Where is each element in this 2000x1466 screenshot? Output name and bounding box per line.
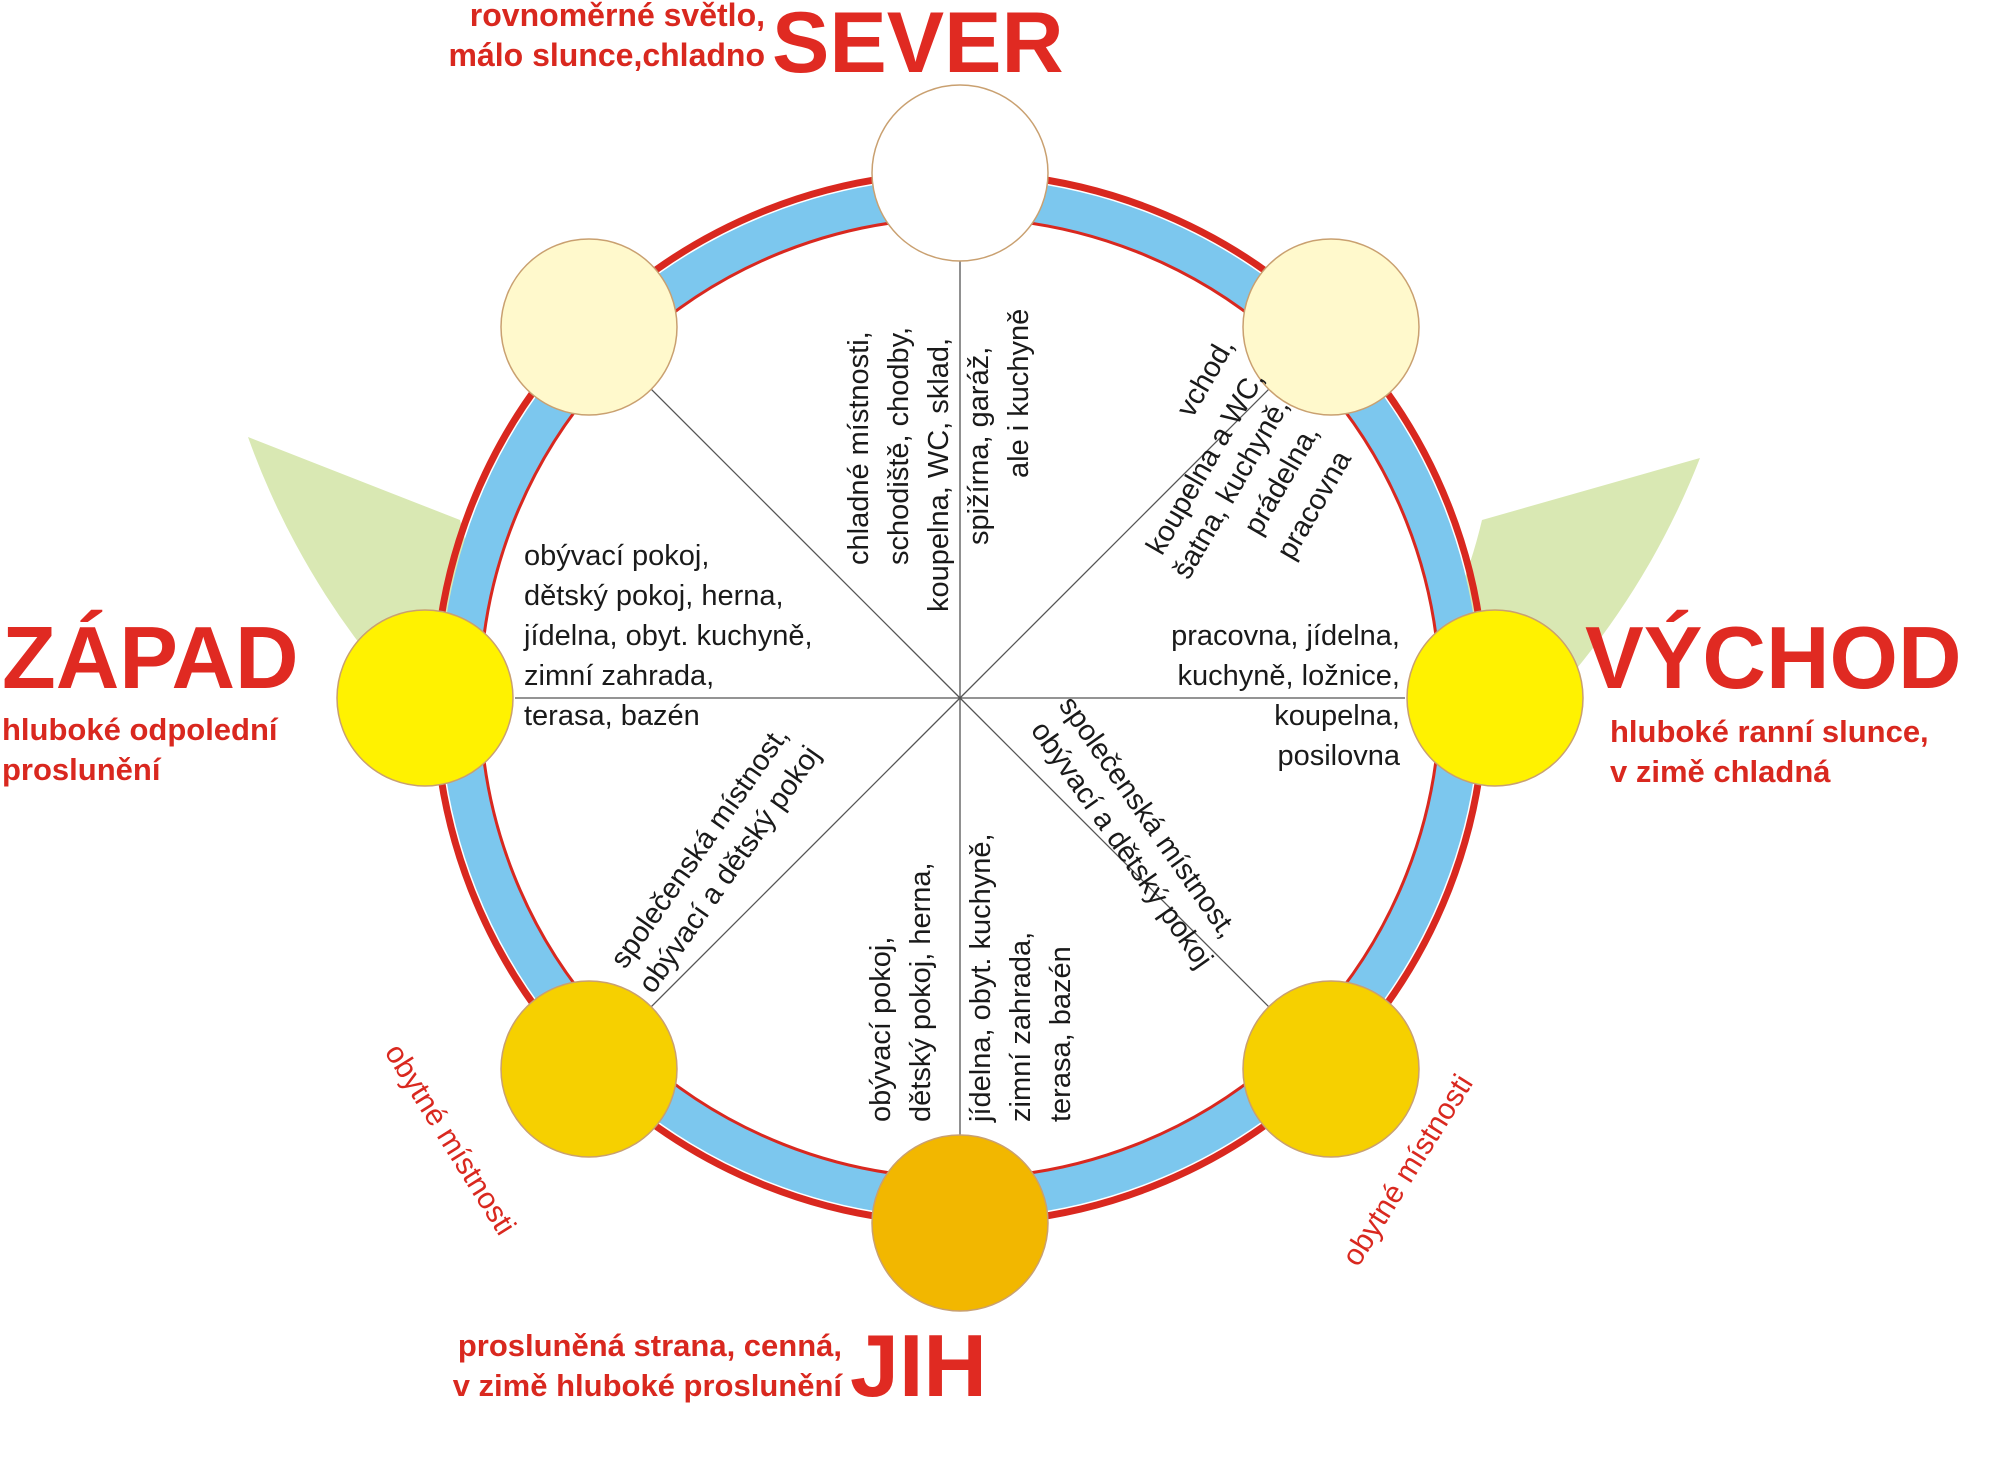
south-title: JIH [850,1316,987,1415]
south-note-line-1: prosluněná strana, cenná, [458,1328,842,1363]
west-note-line-1: hluboké odpolední [2,712,279,747]
room-line: zimní zahrada, [524,660,714,692]
room-line: terasa, bazén [1045,946,1077,1122]
room-line: chladné místnosti, [843,331,875,565]
room-line: zimní zahrada, [1005,932,1037,1122]
room-line: spižírna, garáž, [963,347,995,545]
sun-southeast [1242,980,1420,1158]
room-line: posilovna [1277,740,1400,772]
rooms-south: obývací pokoj, dětský pokoj, herna, jíde… [865,833,1077,1123]
room-line: koupelna, WC, sklad, [923,338,955,612]
north-title: SEVER [772,0,1064,91]
east-note-line-2: v zimě chladná [1610,754,1831,789]
room-line: pracovna, jídelna, [1171,620,1400,652]
room-line: terasa, bazén [524,700,700,732]
room-line: jídelna, obyt. kuchyně, [965,833,997,1123]
sun-east [1406,609,1584,787]
room-line: kuchyně, ložnice, [1178,660,1400,692]
spokes [515,180,1405,1150]
room-line: dětský pokoj, herna, [905,862,937,1122]
room-line: jídelna, obyt. kuchyně, [523,620,813,652]
spoke-northwest [640,378,961,699]
rooms-north: chladné místnosti, schodiště, chodby, ko… [843,309,1035,612]
rooms-east: pracovna, jídelna, kuchyně, ložnice, kou… [1171,620,1401,772]
room-line: koupelna, [1274,700,1400,732]
room-line: dětský pokoj, herna, [524,580,784,612]
north-note-line-1: rovnoměrné světlo, [470,0,765,33]
sun-west [336,609,514,787]
west-note-line-2: proslunění [2,752,162,787]
room-line: obývací pokoj, [865,937,897,1122]
north-note-line-2: málo slunce,chladno [448,37,765,73]
west-title: ZÁPAD [2,608,299,707]
spoke-southwest [640,697,961,1018]
sun-south [871,1134,1049,1312]
east-note-line-1: hluboké ranní slunce, [1610,714,1929,749]
band-label-left: obytné místnosti [378,1038,522,1241]
rooms-west: obývací pokoj, dětský pokoj, herna, jíde… [523,540,813,732]
room-line: schodiště, chodby, [883,327,915,565]
room-line: obývací pokoj, [524,540,709,572]
sun-north [871,84,1049,262]
spoke-southeast [959,697,1280,1018]
east-title: VÝCHOD [1585,608,1962,707]
sun-northeast [1242,238,1420,416]
south-note-line-2: v zimě hluboké proslunění [453,1368,844,1403]
sun-southwest [500,980,678,1158]
sun-northwest [500,238,678,416]
room-line: ale i kuchyně [1003,309,1035,478]
spoke-northeast [959,378,1280,699]
